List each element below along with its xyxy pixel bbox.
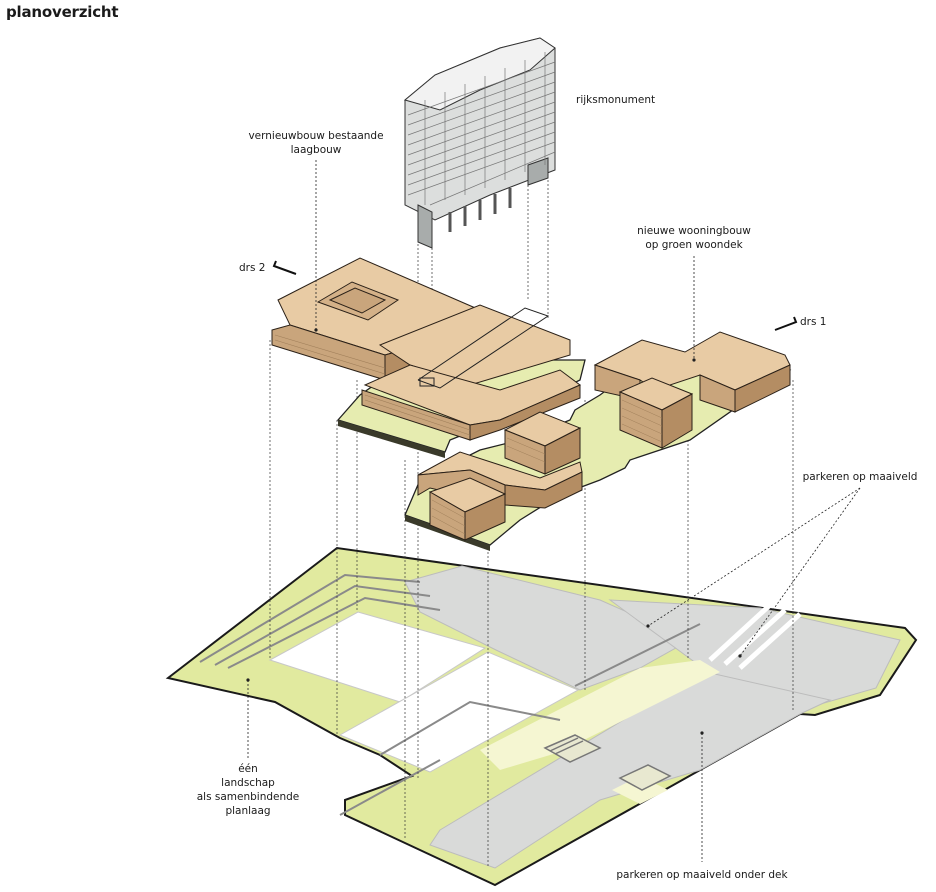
label-landschap-1: één: [238, 763, 258, 775]
label-landschap-3: als samenbindende: [197, 791, 300, 803]
tower-core-outline: [419, 377, 435, 387]
label-landschap-2: landschap: [221, 777, 275, 789]
label-vernieuwbouw-1: vernieuwbouw bestaande: [248, 130, 383, 142]
tower-footprint-outline: [417, 307, 550, 389]
footprint-void-left: [268, 611, 487, 703]
laagbouw-buildings: [271, 257, 581, 441]
laagbouw-floor-lines: [274, 334, 471, 436]
landscape-ground-plane: [165, 546, 918, 887]
leader-dot-parkeren-1: [646, 624, 650, 628]
tower-pilotis: [448, 188, 512, 232]
section-arrow-icon: [774, 316, 798, 331]
leader-parkeren-2: [739, 487, 861, 657]
pale-path-band: [480, 660, 720, 770]
label-nieuwe-2: op groen woondek: [645, 239, 743, 251]
label-drs2: drs 2: [239, 262, 265, 274]
stair-object: [543, 734, 672, 791]
tower-mullions: [424, 52, 546, 205]
page-title: planoverzicht: [6, 3, 119, 21]
tower-core-shaft: [417, 204, 433, 249]
tower-roof: [403, 37, 556, 111]
woning-floor-lines: [431, 399, 663, 535]
section-arrow-icon: [272, 260, 297, 275]
woning-right-side: [734, 364, 791, 413]
label-nieuwe-1: nieuwe wooningbouw: [637, 225, 751, 237]
tower-floor-lines: [407, 61, 556, 206]
woning-south-cube-right: [544, 427, 581, 475]
label-rijksmonument: rijksmonument: [576, 94, 655, 106]
rijksmonument-tower: [403, 37, 556, 249]
footprint-void-center: [338, 651, 580, 773]
leader-dot-landschap: [246, 678, 250, 682]
label-drs1: drs 1: [800, 316, 826, 328]
woning-cube-right: [661, 393, 693, 449]
leader-dot-nieuwe: [692, 358, 696, 362]
tower-core-shaft-right: [527, 157, 549, 186]
terrace-lines: [199, 573, 701, 816]
wooningbouw-buildings: [417, 331, 791, 541]
label-parkeren-maaiveld: parkeren op maaiveld: [803, 471, 918, 483]
woning-south-front-cube-right: [464, 493, 506, 541]
leader-dot-onder-dek: [700, 731, 704, 735]
ramp-stripes: [708, 603, 802, 670]
leader-dot-parkeren-2: [738, 654, 742, 658]
deck-left-edge: [338, 420, 445, 458]
laagbouw-front-side-right: [469, 384, 581, 441]
laagbouw-courtyard-inner: [328, 287, 387, 314]
label-landschap-4: planlaag: [225, 805, 270, 817]
leader-dot-vernieuwbouw: [314, 328, 318, 332]
label-parkeren-onder-dek: parkeren op maaiveld onder dek: [616, 869, 788, 881]
label-vernieuwbouw-2: laagbouw: [291, 144, 342, 156]
